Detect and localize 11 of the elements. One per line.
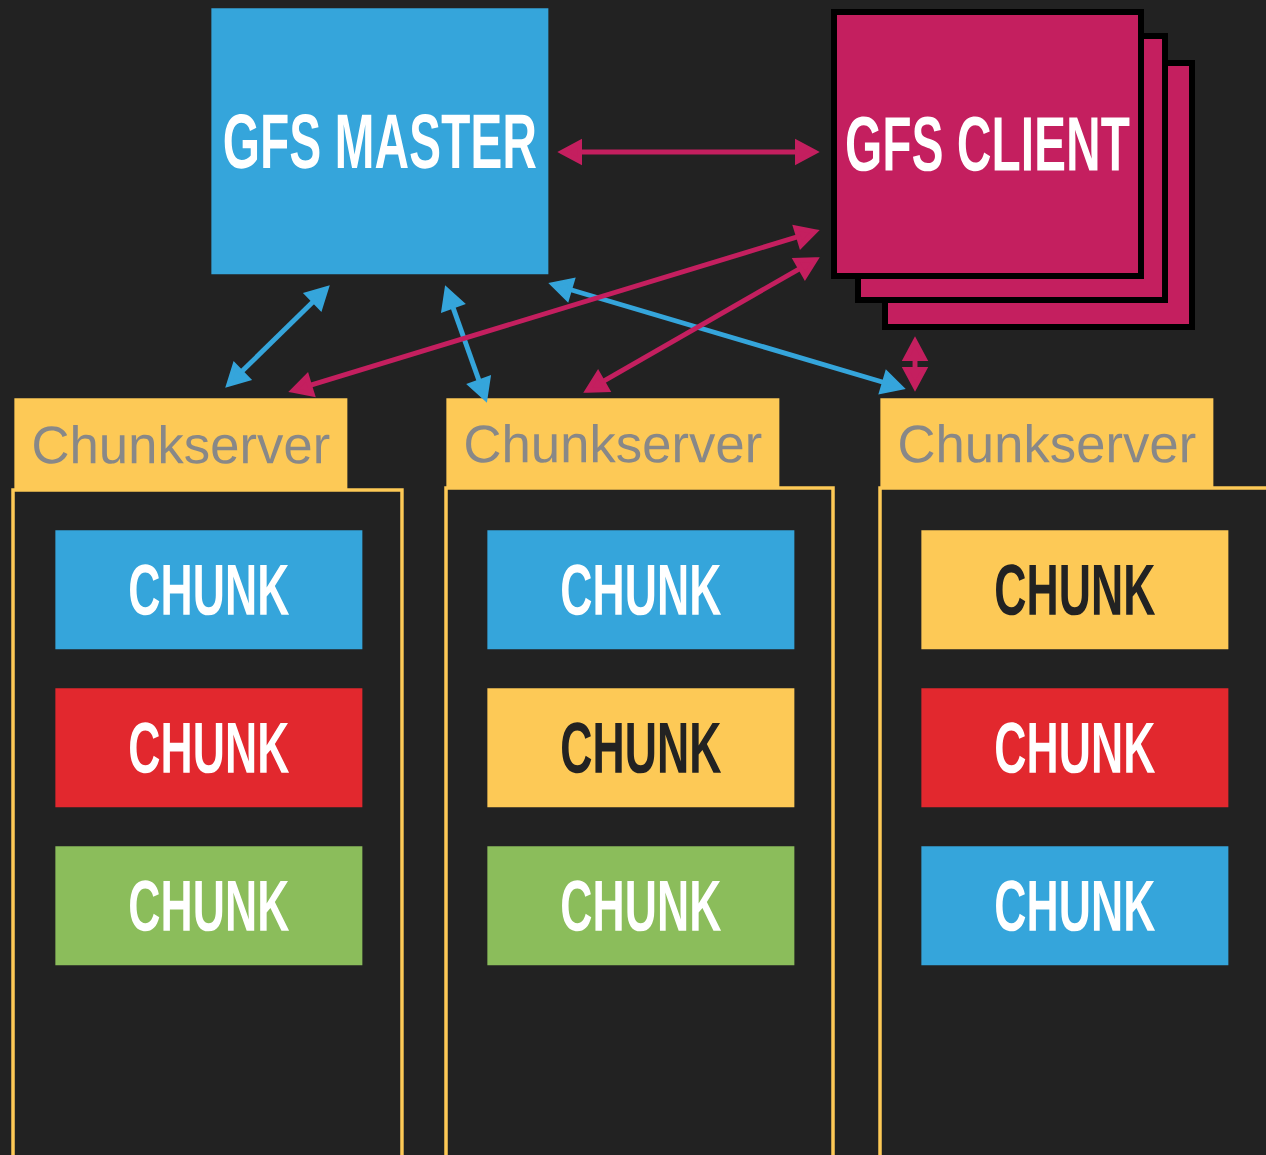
chunk-box: CHUNK	[921, 688, 1229, 808]
chunk-box: CHUNK	[487, 530, 795, 650]
chunk-box: CHUNK	[921, 530, 1229, 650]
chunk-box: CHUNK	[921, 846, 1229, 966]
chunk-box: CHUNK	[487, 688, 795, 808]
chunk-box: CHUNK	[55, 846, 363, 966]
client-box-stack: GFS CLIENT	[831, 9, 1195, 330]
master-box: GFS MASTER	[211, 8, 549, 275]
chunk-box: CHUNK	[55, 530, 363, 650]
chunk-box: CHUNK	[487, 846, 795, 966]
chunk-box: CHUNK	[55, 688, 363, 808]
